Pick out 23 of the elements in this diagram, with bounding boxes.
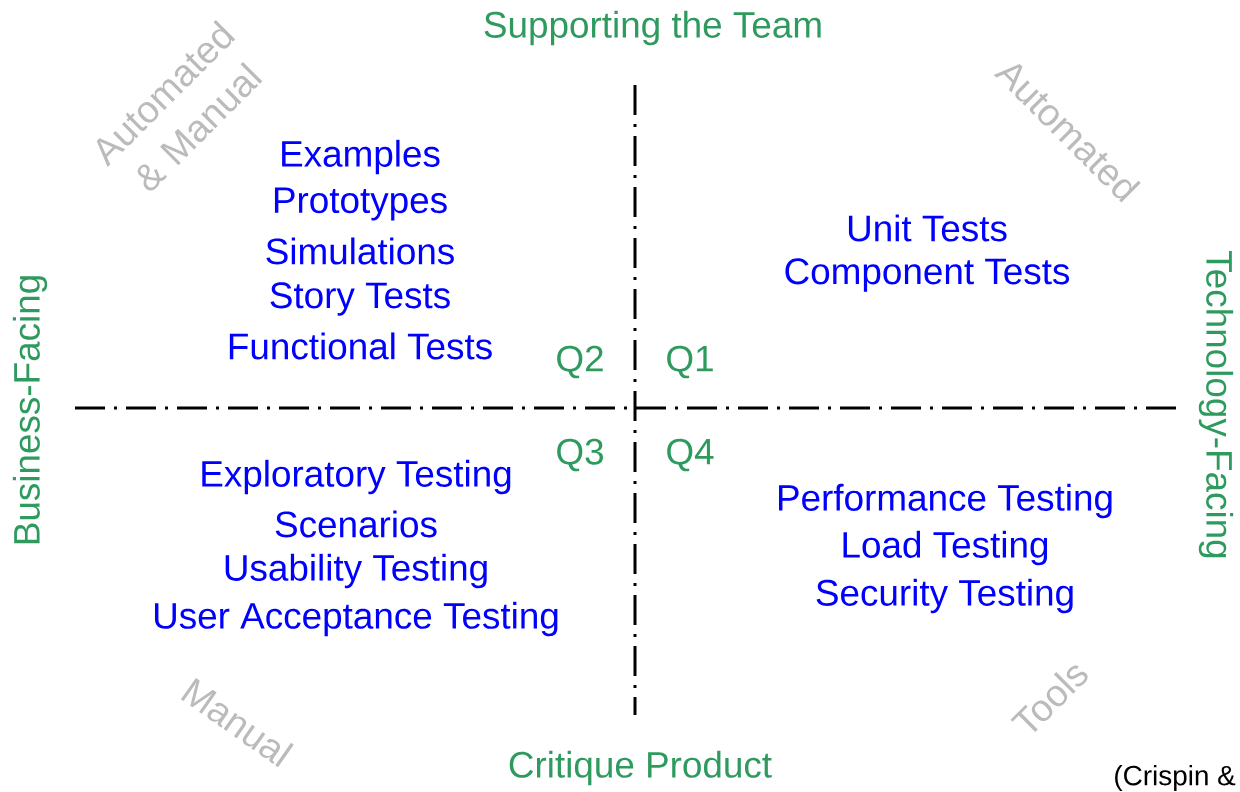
test-type: Prototypes	[274, 187, 447, 221]
test-type: Load Testing	[843, 530, 1048, 566]
citation: (Crispin &	[1115, 765, 1236, 791]
test-type: Component Tests	[785, 258, 1070, 292]
test-type: Functional Tests	[229, 332, 492, 360]
axis-label: Technology-Facing	[1198, 251, 1234, 558]
test-type: Usability Testing	[225, 553, 487, 589]
quadrant-label: Q2	[557, 345, 603, 379]
test-type: Security Testing	[816, 578, 1073, 614]
test-type: Exploratory Testing	[202, 459, 511, 495]
test-type: Examples	[282, 139, 440, 175]
quadrant-label: Q4	[667, 438, 714, 472]
axis-label: Supporting the Team	[484, 10, 821, 46]
test-type: Unit Tests	[848, 214, 1007, 242]
test-type: Scenarios	[275, 510, 437, 538]
axis-label: Critique Product	[509, 750, 772, 786]
axis-label: Business-Facing	[12, 276, 48, 544]
test-type: Simulations	[266, 237, 454, 265]
test-type: Performance Testing	[779, 483, 1112, 519]
test-type: Story Tests	[270, 282, 450, 316]
test-type: User Acceptance Testing	[155, 601, 558, 637]
quadrant-label: Q1	[667, 345, 713, 379]
quadrant-label: Q3	[557, 438, 603, 472]
